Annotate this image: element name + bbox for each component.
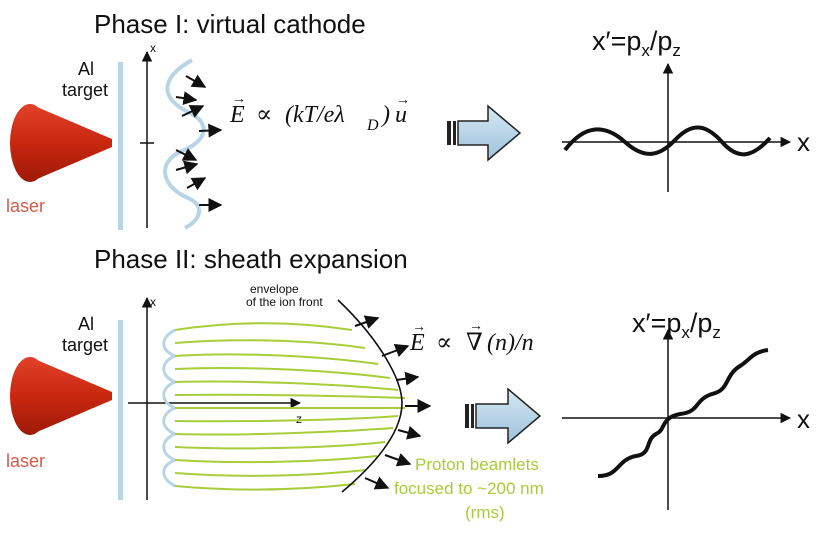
svg-text:∇: ∇ bbox=[466, 328, 483, 356]
phase1-phase-space-label: x′=px/pz bbox=[592, 26, 681, 60]
svg-text:→: → bbox=[412, 320, 426, 335]
svg-text:(n)/n: (n)/n bbox=[487, 330, 534, 356]
phase2-target bbox=[118, 320, 123, 500]
svg-text:→: → bbox=[469, 319, 483, 334]
phase2-axis-x-label: x bbox=[150, 295, 156, 309]
phase1-laser-icon bbox=[10, 104, 112, 182]
phase2-laser-icon bbox=[10, 357, 112, 435]
svg-text:→: → bbox=[396, 93, 410, 108]
phase1-field-arrows bbox=[175, 74, 223, 212]
svg-text:E: E bbox=[229, 102, 245, 128]
phase2-target-label-target: target bbox=[62, 335, 108, 355]
svg-text:E: E bbox=[409, 330, 425, 356]
phase1-ps-axis-label: x bbox=[797, 127, 810, 157]
svg-text:∝: ∝ bbox=[436, 328, 452, 356]
svg-text:D: D bbox=[366, 117, 379, 134]
phase1-formula: E → ∝ (kT/eλ D ) u → bbox=[229, 92, 410, 134]
phase2-envelope-label-1: envelope bbox=[250, 282, 299, 296]
phase1-hollow-arrow-icon bbox=[447, 104, 522, 162]
phase2-phase-space-curve bbox=[597, 348, 769, 478]
svg-text:→: → bbox=[232, 92, 246, 107]
svg-text:Proton beamlets: Proton beamlets bbox=[415, 455, 539, 474]
phase2-axis-z-label: z bbox=[296, 412, 302, 426]
phase2-formula: E → ∝ ∇ → (n)/n bbox=[409, 319, 534, 356]
phase2-hollow-arrow-icon bbox=[465, 387, 542, 445]
phase2-laser-label: laser bbox=[6, 451, 45, 471]
phase1-target bbox=[118, 62, 123, 230]
phase2-ps-axis-label: x bbox=[797, 404, 810, 434]
phase2-phase-space-label: x′=px/pz bbox=[632, 308, 721, 342]
svg-text:(kT/eλ: (kT/eλ bbox=[285, 102, 345, 128]
phase1-laser-label: laser bbox=[6, 196, 45, 216]
svg-text:u: u bbox=[395, 102, 407, 128]
phase1-phase-space-curve bbox=[563, 125, 772, 157]
phase2-electron-wave bbox=[162, 328, 180, 488]
phase2-proton-label: Proton beamlets focused to ~200 nm (rms) bbox=[394, 455, 544, 522]
phase1-title: Phase I: virtual cathode bbox=[94, 9, 366, 39]
phase1-electron-wave bbox=[163, 58, 206, 230]
phase1-target-label-al: Al bbox=[78, 59, 94, 79]
phase2-field-arrows bbox=[354, 315, 432, 490]
phase1-axis-x-label: x bbox=[150, 41, 156, 55]
phase1-target-label-target: target bbox=[62, 80, 108, 100]
phase2-proton-field-lines bbox=[174, 322, 406, 491]
phase2-title: Phase II: sheath expansion bbox=[94, 244, 408, 274]
phase2-target-label-al: Al bbox=[78, 314, 94, 334]
phase2-envelope-label-2: of the ion front bbox=[246, 295, 323, 309]
svg-text:(rms): (rms) bbox=[465, 503, 505, 522]
svg-text:): ) bbox=[380, 102, 390, 128]
phase2-ion-front-envelope bbox=[337, 299, 403, 493]
svg-text:focused to ~200 nm: focused to ~200 nm bbox=[394, 479, 544, 498]
svg-text:∝: ∝ bbox=[256, 100, 272, 128]
